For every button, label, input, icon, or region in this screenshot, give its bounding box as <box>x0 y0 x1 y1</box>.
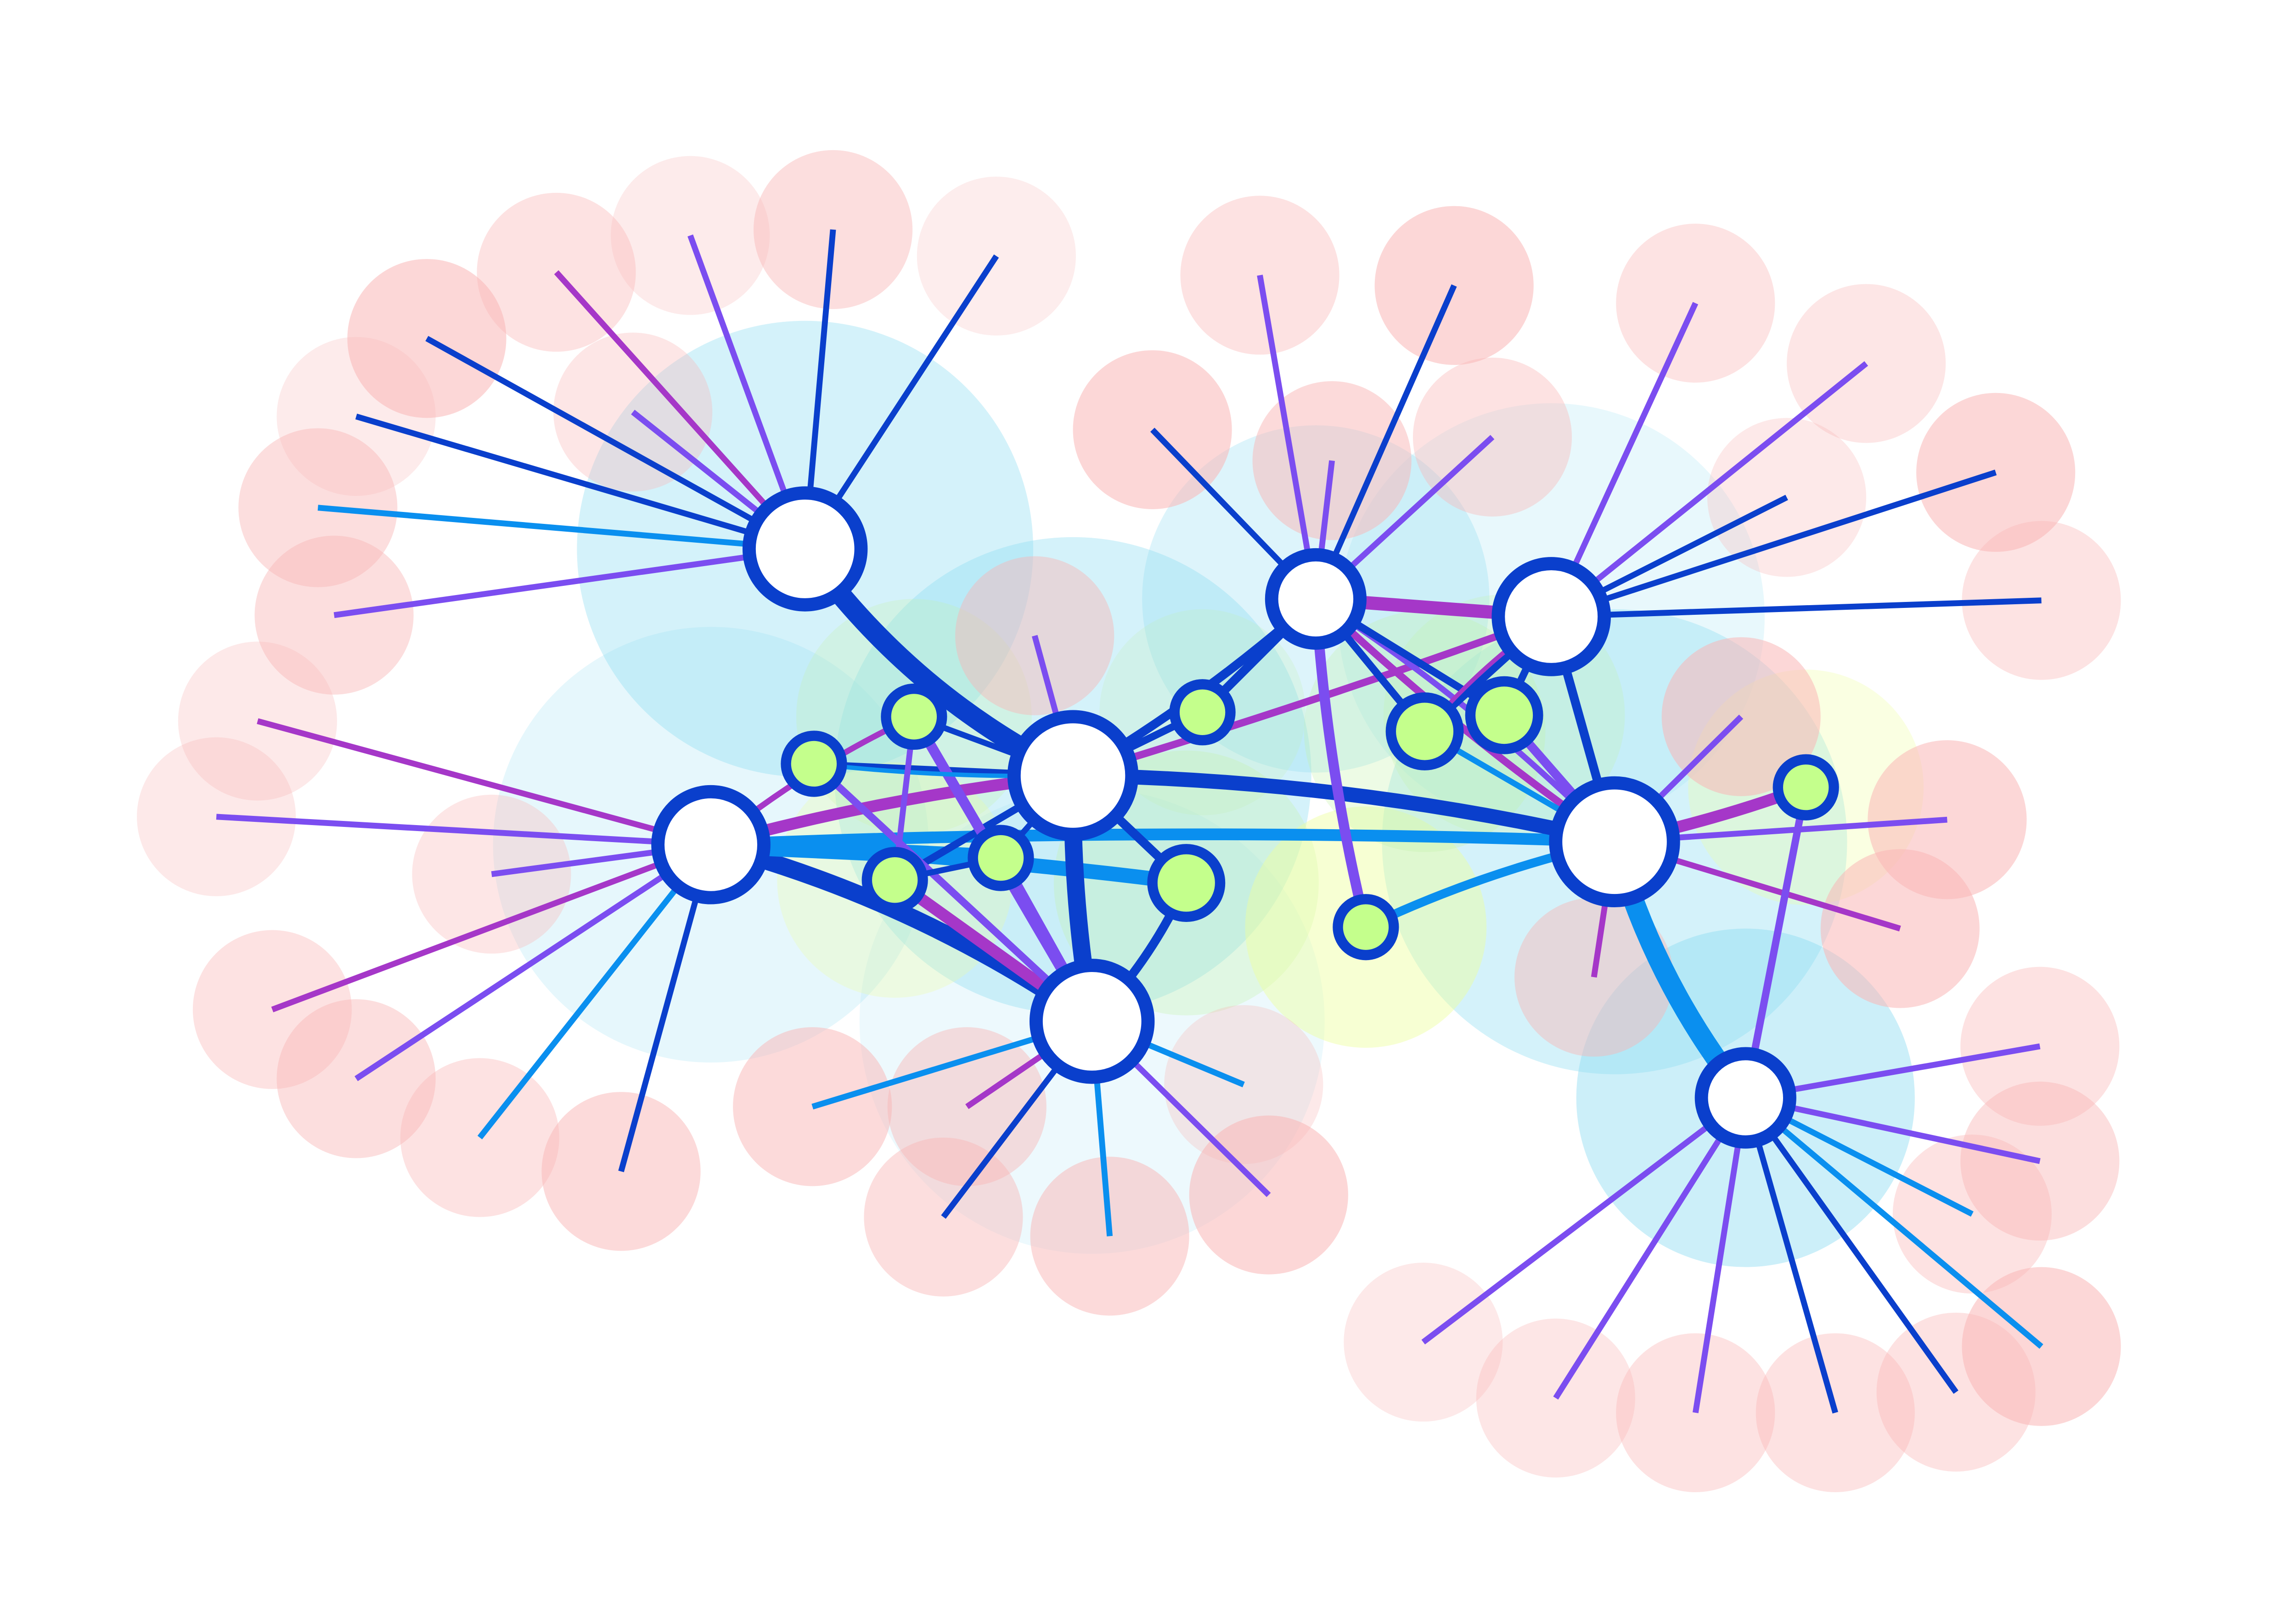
spoke-link <box>425 336 807 552</box>
spoke-link <box>1553 1096 1748 1400</box>
hub-node <box>1491 557 1611 676</box>
spoke-link <box>477 843 714 1140</box>
spoke-link <box>1257 275 1319 600</box>
node-layer <box>651 486 1839 1149</box>
leaf-halo <box>276 337 436 496</box>
hub-node <box>1007 710 1139 841</box>
spoke-link <box>333 546 806 618</box>
small-node <box>861 847 928 913</box>
leaf-halo <box>1787 284 1946 443</box>
spoke-link <box>1692 1097 1749 1413</box>
spoke-link <box>1313 284 1457 601</box>
hub-node <box>651 785 771 905</box>
hub-node <box>1694 1047 1796 1149</box>
spoke-link <box>355 413 806 552</box>
spoke-link <box>257 718 712 848</box>
spoke-link <box>1744 1096 2043 1349</box>
hub-node <box>1549 776 1680 907</box>
spoke-link <box>1743 1097 1838 1414</box>
spoke-link <box>216 814 711 848</box>
leaf-halo <box>254 535 414 695</box>
leaf-halo <box>1916 393 2076 552</box>
hub-node <box>742 486 868 612</box>
link <box>1069 612 1555 780</box>
leaf-halo <box>553 332 713 492</box>
hub-node <box>1029 959 1155 1084</box>
spoke-link <box>1743 1096 1958 1394</box>
link <box>1065 768 1622 849</box>
leaf-halo <box>347 259 506 418</box>
small-node <box>1169 679 1236 746</box>
spoke-link <box>1549 361 1868 619</box>
small-node <box>781 730 847 797</box>
link <box>705 828 1621 851</box>
small-node <box>968 825 1034 891</box>
small-node <box>881 683 947 750</box>
spoke-link <box>271 842 712 1012</box>
spoke-link <box>317 505 805 552</box>
spoke-link <box>1421 1095 1748 1345</box>
small-node <box>1465 676 1543 754</box>
spoke-link <box>1551 597 2042 620</box>
hub-node <box>1265 548 1367 650</box>
small-node <box>1773 754 1839 820</box>
leaf-halo <box>276 999 436 1158</box>
small-node <box>1333 894 1399 961</box>
small-node <box>1385 692 1464 770</box>
halo-layer <box>137 150 2121 1492</box>
small-node <box>1147 844 1226 922</box>
spoke-link <box>355 842 713 1081</box>
spoke-link <box>1550 469 1997 620</box>
